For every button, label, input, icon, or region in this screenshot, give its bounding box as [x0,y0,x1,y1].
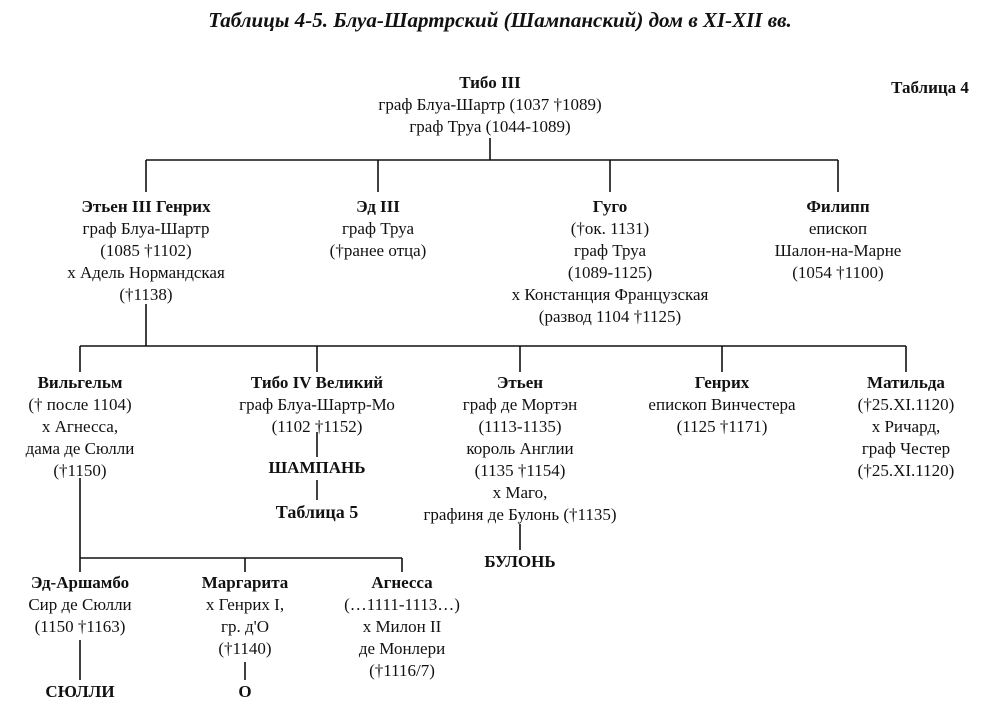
person-line: (развод 1104 †1125) [538,307,682,326]
person-eudes-iii: Эд III граф Труа (†ранее отца) [278,196,478,262]
person-name: Филипп [806,197,870,216]
person-philippe: Филипп епископ Шалон-на-Марне (1054 †110… [748,196,928,284]
person-line: граф Блуа-Шартр-Мо [239,395,395,414]
person-name: Тибо III [459,73,521,92]
person-thibaud-iv: Тибо IV Великий граф Блуа-Шартр-Мо (1102… [207,372,427,438]
person-line: x Милон II [362,617,442,636]
person-name: Генрих [694,373,750,392]
person-line: (1102 †1152) [271,417,363,436]
person-line: (†25.XI.1120) [857,461,955,480]
person-line: x Генрих I, [205,595,285,614]
page-title: Таблицы 4-5. Блуа-Шартрский (Шампанский)… [208,8,792,32]
person-line: x Агнесса, [41,417,119,436]
person-line: де Монлери [358,639,446,658]
person-line: (†1150) [53,461,107,480]
person-name: Гуго [592,197,628,216]
person-line: (†1138) [119,285,173,304]
person-line: епископ [808,219,868,238]
person-guillaume: Вильгельм († после 1104) x Агнесса, дама… [0,372,160,482]
person-line: x Маго, [492,483,548,502]
person-line: король Англии [466,439,574,458]
person-line: (1054 †1100) [792,263,884,282]
person-line: граф Труа [341,219,415,238]
person-line: x Констанция Французская [511,285,709,304]
person-name: Агнесса [371,573,433,592]
person-name: Этьен [496,373,544,392]
person-line: (1125 †1171) [676,417,768,436]
house-eu: О [238,682,252,701]
person-etienne-iii-henri: Этьен III Генрих граф Блуа-Шартр (1085 †… [16,196,276,306]
person-line: x Ричард, [871,417,941,436]
person-line: x Адель Нормандская [67,263,225,282]
person-line: граф Труа (1044-1089) [409,117,571,136]
person-line: (1089-1125) [567,263,653,282]
person-line: (1135 †1154) [474,461,566,480]
table-5-link: Таблица 5 [275,502,359,522]
person-line: граф Труа [573,241,647,260]
person-name: Маргарита [201,573,289,592]
person-line: граф Честер [861,439,951,458]
person-line: Шалон-на-Марне [774,241,902,260]
house-champagne: ШАМПАНЬ [268,458,366,477]
person-line: графиня де Булонь (†1135) [423,505,617,524]
person-eudes-archambaud: Эд-Аршамбо Сир де Сюлли (1150 †1163) [0,572,160,638]
person-line: граф де Мортэн [462,395,578,414]
person-line: дама де Сюлли [25,439,135,458]
person-henri: Генрих епископ Винчестера (1125 †1171) [630,372,814,438]
person-name: Тибо IV Великий [250,373,384,392]
person-line: (†1116/7) [369,661,435,680]
person-name: Вильгельм [37,373,123,392]
person-hugues: Гуго (†ок. 1131) граф Труа (1089-1125) x… [470,196,750,328]
person-line: (†ранее отца) [329,241,427,260]
person-agnes: Агнесса (…1111-1113…) x Милон II де Монл… [322,572,482,682]
person-thibaud-iii: Тибо III граф Блуа-Шартр (1037 †1089) гр… [320,72,660,138]
person-line: (1113-1135) [478,417,562,436]
person-etienne: Этьен граф де Мортэн (1113-1135) король … [400,372,640,526]
house-sully: СЮЛЛИ [45,682,115,701]
house-boulogne: БУЛОНЬ [484,552,556,571]
person-mathilde: Матильда (†25.XI.1120) x Ричард, граф Че… [836,372,976,482]
person-line: (1150 †1163) [34,617,126,636]
person-line: (†25.XI.1120) [857,395,955,414]
person-name: Этьен III Генрих [81,197,211,216]
person-line: гр. д'О [221,617,269,636]
table-4-label: Таблица 4 [891,78,969,97]
person-line: (†ок. 1131) [570,219,650,238]
person-name: Эд-Аршамбо [30,573,130,592]
person-name: Эд III [356,197,400,216]
person-line: (…1111-1113…) [344,595,460,614]
person-line: († после 1104) [28,395,132,414]
person-line: Сир де Сюлли [28,595,132,614]
person-line: (1085 †1102) [100,241,192,260]
person-name: Матильда [867,373,945,392]
person-line: граф Блуа-Шартр [82,219,210,238]
person-line: (†1140) [218,639,272,658]
person-line: граф Блуа-Шартр (1037 †1089) [378,95,602,114]
person-line: епископ Винчестера [648,395,796,414]
person-marguerite: Маргарита x Генрих I, гр. д'О (†1140) [170,572,320,660]
